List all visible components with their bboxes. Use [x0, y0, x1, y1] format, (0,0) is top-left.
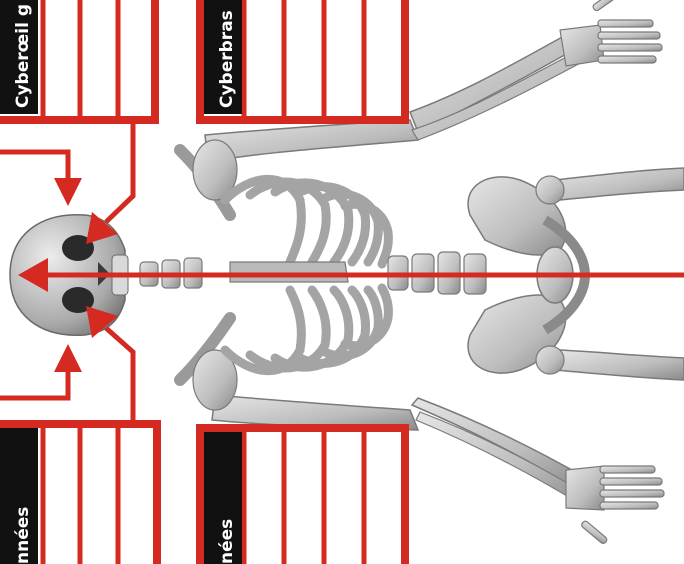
- arm-lower-bones: [212, 395, 664, 545]
- arrowhead-bottom-left: [54, 344, 82, 372]
- slot-data-right[interactable]: nées: [200, 428, 405, 564]
- connector-top-left: [0, 152, 68, 178]
- slot-cybereye-label: Cyberœil g: [13, 4, 33, 108]
- hand-bottom: [566, 466, 664, 545]
- connector-bottom-left: [0, 372, 68, 398]
- slot-data-left-label: nnées: [13, 507, 33, 564]
- slot-data-left[interactable]: nnées: [0, 424, 157, 564]
- slot-cyberarm-label: Cyberbras: [217, 10, 237, 108]
- skeleton-illustration: [10, 0, 684, 545]
- connector-bottom-mid: [106, 328, 133, 426]
- connector-top-mid: [106, 118, 133, 222]
- arm-upper-bones: [205, 0, 662, 162]
- slot-data-right-label: nées: [217, 519, 237, 564]
- slot-cybereye[interactable]: Cyberœil g: [0, 0, 155, 120]
- hand-top: [560, 0, 662, 66]
- slot-cyberarm[interactable]: Cyberbras: [200, 0, 405, 120]
- arrowhead-top-left: [54, 178, 82, 206]
